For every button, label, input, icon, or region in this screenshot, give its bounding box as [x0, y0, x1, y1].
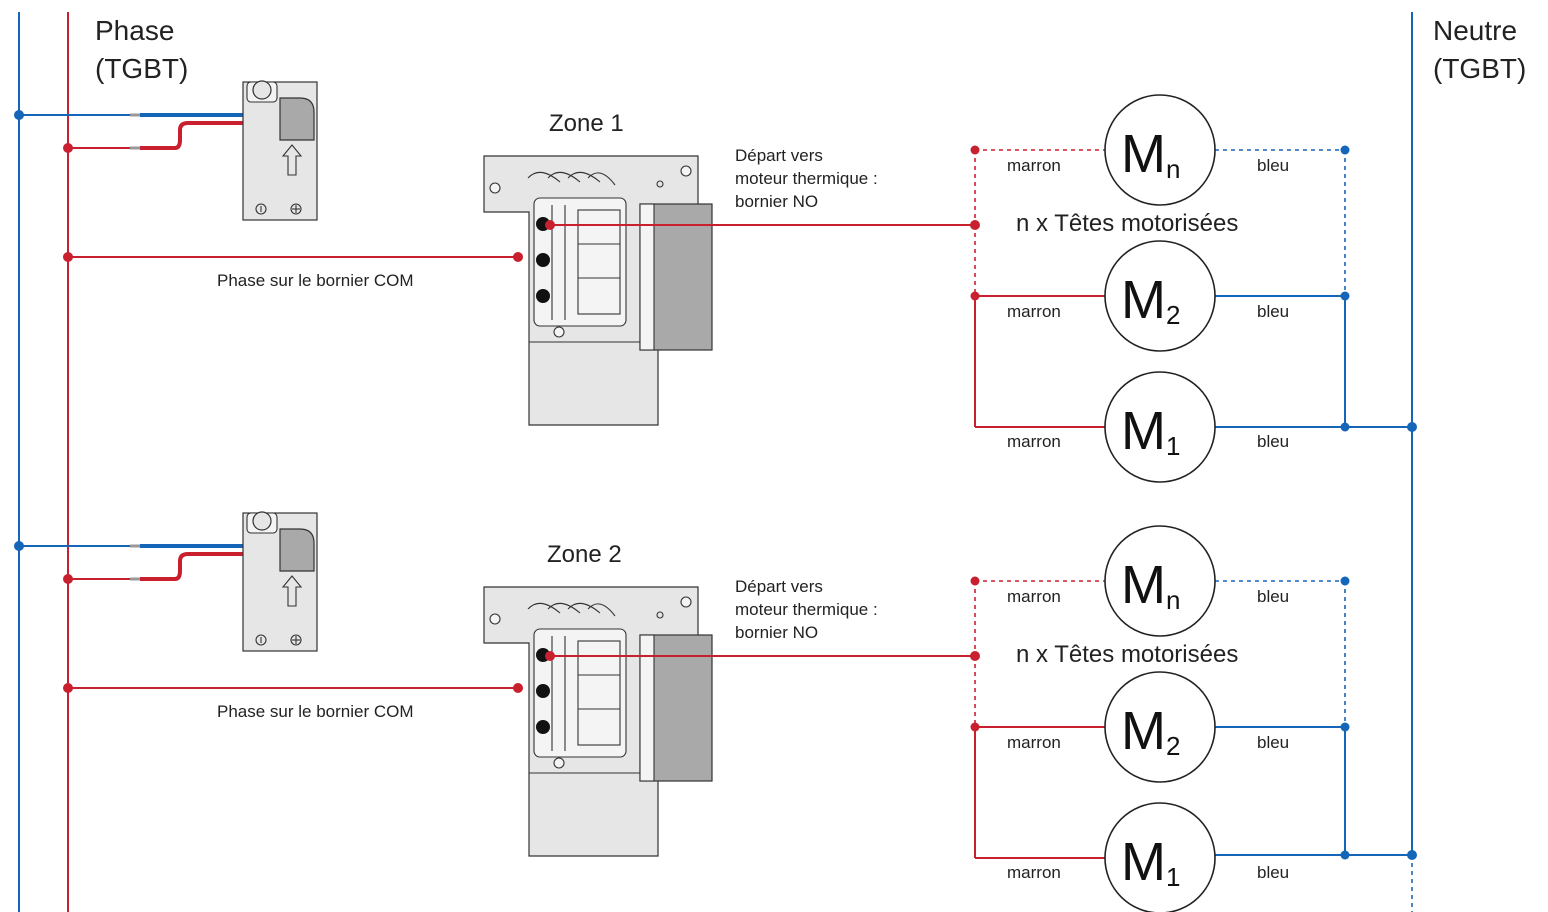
- junction-dot: [970, 576, 980, 586]
- zone-title: Zone 2: [547, 541, 622, 568]
- junction-dot: [545, 220, 555, 230]
- zone-1: Mn M2 M1 Zone 1 Départ vers moteur therm…: [14, 80, 1417, 483]
- motor-2: M2: [1104, 240, 1216, 352]
- depart-label-line3: bornier NO: [735, 623, 818, 642]
- wire-label-marron: marron: [1007, 587, 1061, 606]
- motor-1: M1: [1104, 802, 1216, 912]
- junction-dot: [513, 683, 523, 693]
- wire-label-marron: marron: [1007, 156, 1061, 175]
- motor-group-label: n x Têtes motorisées: [1016, 210, 1238, 237]
- motor-group-label: n x Têtes motorisées: [1016, 641, 1238, 668]
- junction-dot: [63, 252, 73, 262]
- phase-title: Phase: [95, 15, 174, 46]
- motor-1: M1: [1104, 371, 1216, 483]
- com-label: Phase sur le bornier COM: [217, 271, 414, 290]
- junction-dot: [1340, 850, 1350, 860]
- com-label: Phase sur le bornier COM: [217, 702, 414, 721]
- neutral-subtitle: (TGBT): [1433, 53, 1526, 84]
- wire-label-bleu: bleu: [1257, 733, 1289, 752]
- wire-label-bleu: bleu: [1257, 587, 1289, 606]
- svg-text:M2: M2: [1121, 701, 1180, 761]
- junction-dot: [970, 722, 980, 732]
- junction-dot: [63, 683, 73, 693]
- relay-module-icon: [483, 586, 713, 857]
- wire-label-marron: marron: [1007, 432, 1061, 451]
- wire-label-marron: marron: [1007, 863, 1061, 882]
- thermostat-icon: [242, 80, 318, 221]
- junction-dot: [970, 145, 980, 155]
- depart-label-line1: Départ vers: [735, 146, 823, 165]
- wire-label-bleu: bleu: [1257, 863, 1289, 882]
- zone-2: Mn M2 M1 Zone 2 Départ vers moteur therm…: [14, 511, 1417, 912]
- svg-text:Mn: Mn: [1121, 124, 1180, 184]
- junction-dot: [1407, 422, 1417, 432]
- zone-title: Zone 1: [549, 110, 624, 137]
- svg-text:M1: M1: [1121, 401, 1180, 461]
- neutral-title: Neutre: [1433, 15, 1517, 46]
- wire-label-marron: marron: [1007, 302, 1061, 321]
- motor-2: M2: [1104, 671, 1216, 783]
- junction-dot: [14, 541, 24, 551]
- junction-dot: [545, 651, 555, 661]
- wire-label-bleu: bleu: [1257, 156, 1289, 175]
- junction-dot: [1340, 422, 1350, 432]
- junction-dot: [513, 252, 523, 262]
- depart-label-line2: moteur thermique :: [735, 600, 878, 619]
- arrow-up-icon: [281, 575, 303, 607]
- thermostat-icon: [242, 511, 318, 652]
- wire-label-bleu: bleu: [1257, 432, 1289, 451]
- junction-dot: [1407, 850, 1417, 860]
- svg-text:Mn: Mn: [1121, 555, 1180, 615]
- depart-label-line1: Départ vers: [735, 577, 823, 596]
- junction-dot: [970, 291, 980, 301]
- depart-label-line3: bornier NO: [735, 192, 818, 211]
- relay-module-icon: [483, 155, 713, 426]
- junction-dot: [63, 574, 73, 584]
- motor-n: Mn: [1104, 94, 1216, 206]
- junction-dot: [14, 110, 24, 120]
- phase-subtitle: (TGBT): [95, 53, 188, 84]
- wire-label-bleu: bleu: [1257, 302, 1289, 321]
- wire-label-marron: marron: [1007, 733, 1061, 752]
- motor-n: Mn: [1104, 525, 1216, 637]
- arrow-up-icon: [281, 144, 303, 176]
- junction-dot: [63, 143, 73, 153]
- svg-text:M2: M2: [1121, 270, 1180, 330]
- svg-text:M1: M1: [1121, 832, 1180, 892]
- depart-label-line2: moteur thermique :: [735, 169, 878, 188]
